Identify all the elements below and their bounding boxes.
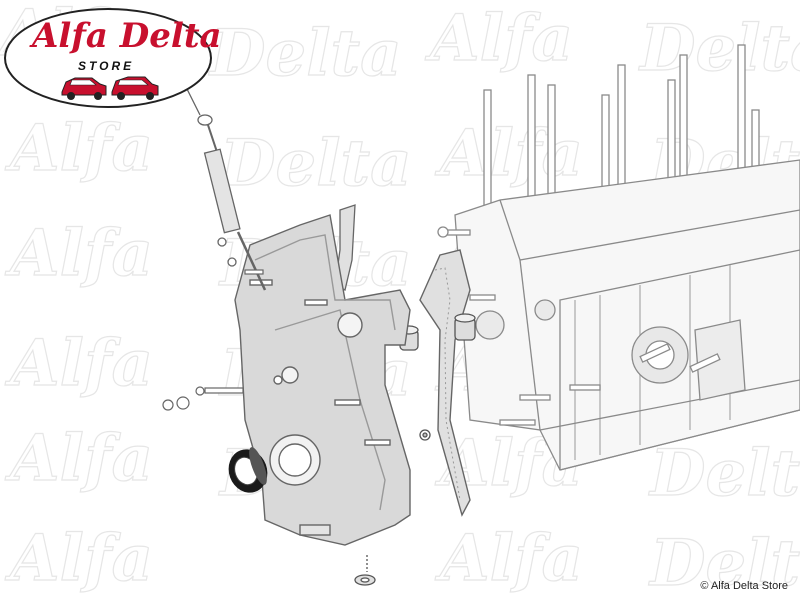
- watermark-text: Alfa: [5, 111, 153, 186]
- watermark-text: Alfa: [5, 421, 153, 496]
- logo-car-right: [111, 76, 159, 100]
- watermark-text: Delta: [638, 11, 800, 86]
- watermark-text: Alfa: [5, 216, 153, 291]
- watermark-text: Alfa: [5, 326, 153, 401]
- watermark-text: Delta: [648, 436, 800, 511]
- watermark-text: Delta: [218, 126, 412, 201]
- loose-bolts: [162, 269, 264, 411]
- watermark-text: Delta: [648, 526, 800, 600]
- crankshaft-oil-seal: [228, 447, 268, 493]
- alfa-delta-store-logo: Alfa Delta STORE: [4, 8, 222, 108]
- copyright-notice: © Alfa Delta Store: [700, 580, 788, 592]
- watermark-text: Alfa: [425, 1, 573, 76]
- logo-car-left: [61, 77, 107, 100]
- drain-plug-washer: [354, 555, 376, 586]
- watermark-text: Alfa: [435, 521, 583, 596]
- watermark-text: Delta: [208, 16, 402, 91]
- logo-brand-text: Alfa Delta: [29, 16, 222, 56]
- watermark-text: Alfa: [5, 521, 153, 596]
- timing-cover: [234, 214, 411, 546]
- watermark-text: Alfa: [435, 116, 583, 191]
- logo-tagline-text: STORE: [78, 59, 134, 73]
- dipstick-handle: [197, 114, 213, 126]
- engine-block: [437, 44, 800, 471]
